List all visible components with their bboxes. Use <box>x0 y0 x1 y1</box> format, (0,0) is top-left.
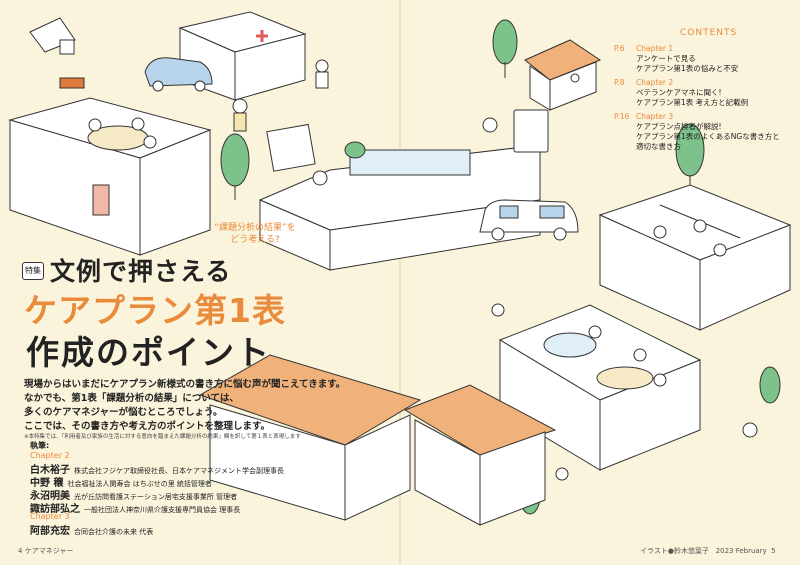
author-name: 永沼明美 <box>30 491 70 502</box>
title-line-2: ケアプラン第1表 <box>24 291 286 330</box>
toc-chapter: Chapter 3 <box>636 112 674 121</box>
toc-page: P.6 <box>614 44 625 53</box>
left-page-number: 4 <box>18 547 23 555</box>
bubble-line-1: “課題分析の結果”を <box>214 223 296 233</box>
author-affiliation: 社会福祉法人関寿会 はちぶせの里 統括管理者 <box>67 480 212 488</box>
author-entry: 白木裕子株式会社フジケア取締役社長、日本ケアマネジメント学会副理事長 <box>30 461 284 476</box>
author-name: 白木裕子 <box>30 465 70 476</box>
toc-chapter: Chapter 1 <box>636 44 674 53</box>
right-folio: イラスト●鈴木悠葉子 2023 February 5 <box>640 546 776 556</box>
title-line-1: 文例で押さえる <box>50 257 232 286</box>
toc-line: ケアプラン第1表の悩みと不安 <box>636 64 739 73</box>
lead-line: なかでも、第1表「課題分析の結果」については、 <box>24 393 239 404</box>
author-entry: 永沼明美光が丘訪問看護ステーション居宅支援事業所 管理者 <box>30 487 237 502</box>
lead-line: 現場からはいまだにケアプラン新様式の書き方に悩む声が聞こえてきます。 <box>24 379 346 390</box>
title-line-3: 作成のポイント <box>26 333 271 372</box>
issue-date: 2023 February <box>715 547 767 555</box>
author-affiliation: 株式会社フジケア取締役社長、日本ケアマネジメント学会副理事長 <box>74 467 284 475</box>
left-folio: 4 ケアマネジャー <box>18 546 73 556</box>
author-entry: 阿部充宏合同会社介護の未来 代表 <box>30 522 153 537</box>
author-entry: 中野 穣社会福祉法人関寿会 はちぶせの里 統括管理者 <box>30 474 212 489</box>
toc-page: P.8 <box>614 78 625 87</box>
feature-tag: 特集 <box>22 262 44 280</box>
authors-chapter-2: Chapter 2 <box>30 451 70 460</box>
illustration-credit: イラスト●鈴木悠葉子 <box>640 547 709 555</box>
toc-line: アンケートで見る <box>636 54 696 63</box>
author-name: 諏訪部弘之 <box>30 504 80 515</box>
toc-line: ケアプラン点検者が解説! <box>636 122 722 131</box>
lead-text: 現場からはいまだにケアプラン新様式の書き方に悩む声が聞こえてきます。 なかでも、… <box>24 378 354 434</box>
toc-line: ケアプラン第1表 考え方と記載例 <box>636 98 749 107</box>
author-name: 中野 穣 <box>30 478 64 489</box>
right-page-number: 5 <box>771 547 776 555</box>
author-affiliation: 一般社団法人神奈川県介護支援専門員協会 理事長 <box>84 506 241 514</box>
bubble-line-2: どう考える? <box>230 235 280 245</box>
toc-line: ケアプラン第1表のよくあるNGな書き方と <box>636 132 780 141</box>
authors-chapter-3: Chapter 3 <box>30 512 70 521</box>
author-name: 阿部充宏 <box>30 526 70 537</box>
toc-line: 適切な書き方 <box>636 142 681 151</box>
toc-line: ベテランケアマネに聞く! <box>636 88 722 97</box>
question-bubble: “課題分析の結果”を どう考える? <box>205 222 305 246</box>
toc-page: P.16 <box>614 112 630 121</box>
author-entry: 諏訪部弘之一般社団法人神奈川県介護支援専門員協会 理事長 <box>30 500 240 515</box>
authors-heading: 執筆: <box>30 441 50 450</box>
footnote: ※本特集では、「利用者及び家族の生活に対する意向を踏まえた課題分析の結果」欄を訳… <box>24 434 301 440</box>
lead-line: 多くのケアマネジャーが悩むところでしょう。 <box>24 407 223 418</box>
page-gutter <box>399 0 401 565</box>
magazine-name: ケアマネジャー <box>24 547 74 555</box>
contents-heading: CONTENTS <box>680 28 738 38</box>
lead-line: ここでは、その書き方や考え方のポイントを整理します。 <box>24 421 271 432</box>
toc-chapter: Chapter 2 <box>636 78 674 87</box>
author-affiliation: 光が丘訪問看護ステーション居宅支援事業所 管理者 <box>74 493 238 501</box>
author-affiliation: 合同会社介護の未来 代表 <box>74 528 154 536</box>
goal-sign <box>59 77 85 89</box>
